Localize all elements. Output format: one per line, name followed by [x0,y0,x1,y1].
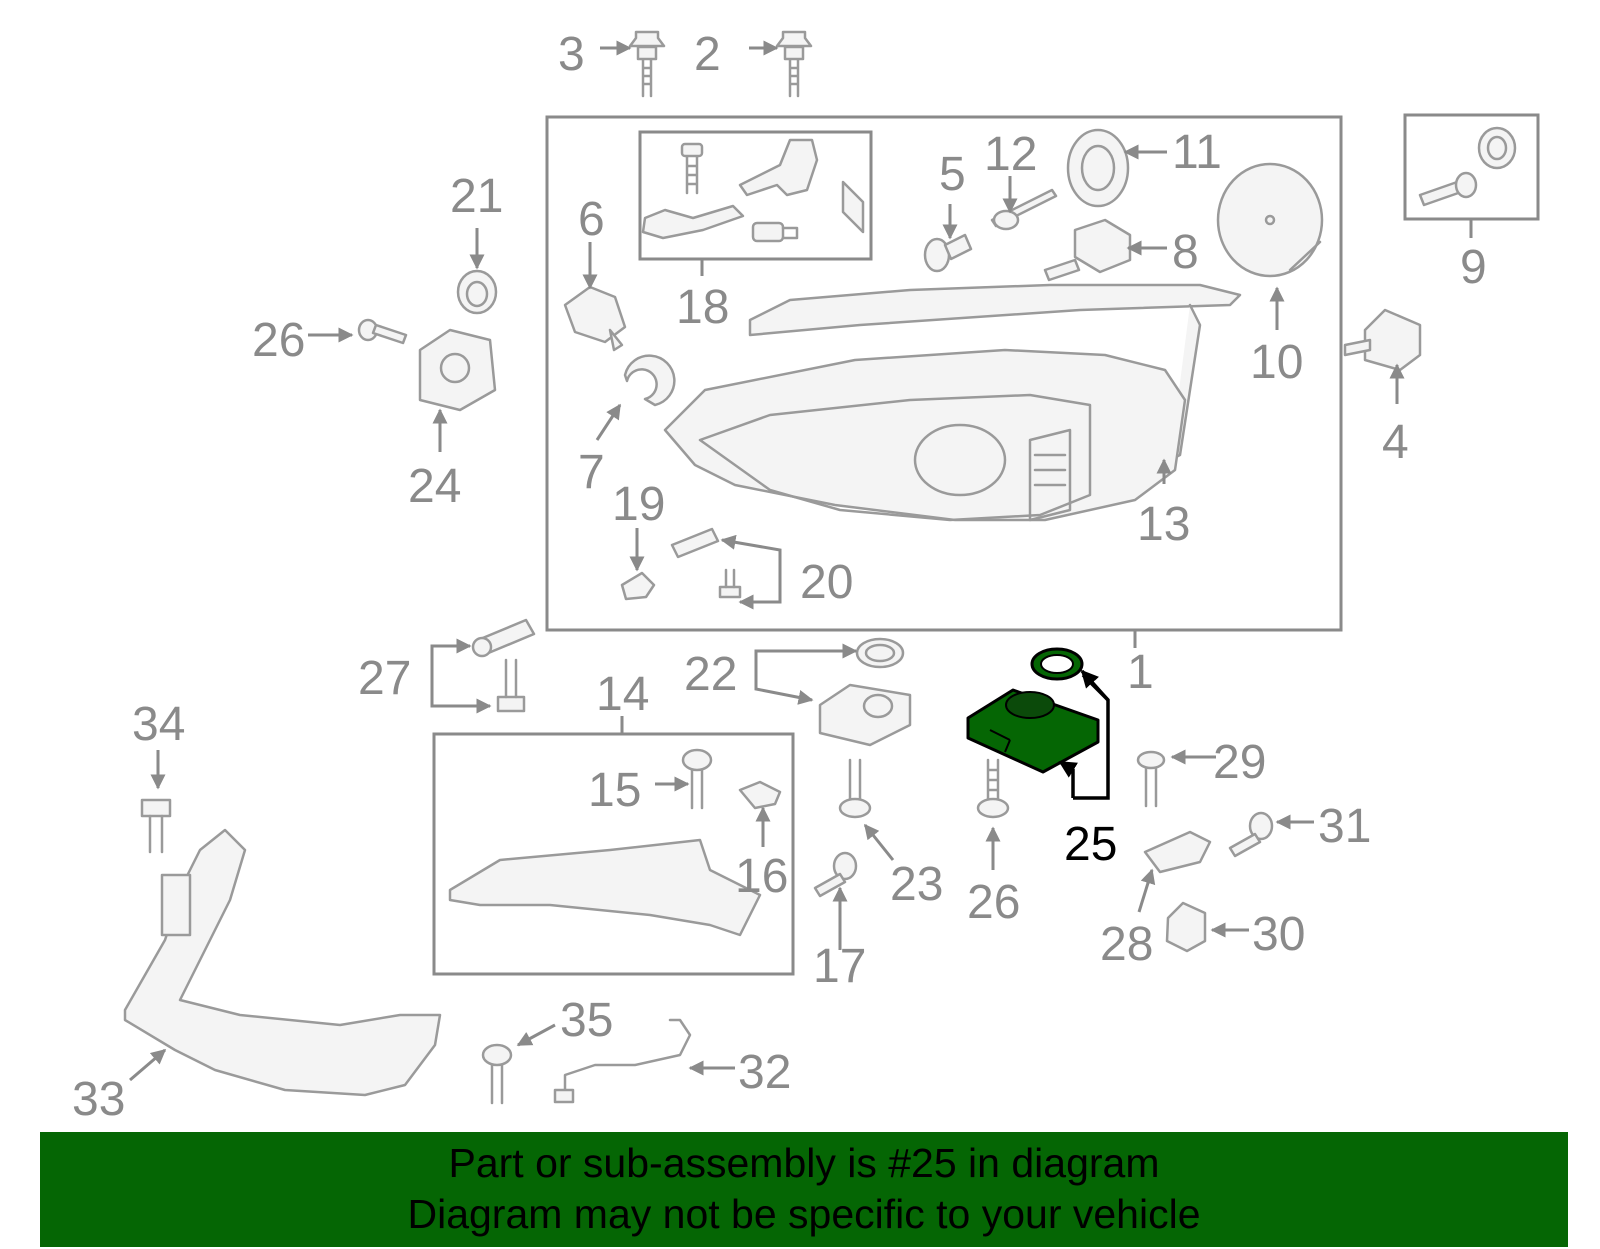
grommet-21 [456,269,498,315]
callout-32: 32 [738,1046,791,1099]
bolt-34 [140,798,172,854]
mount-kit-box [432,732,795,976]
callout-18: 18 [676,281,729,334]
cap-11 [1066,128,1130,208]
socket-4 [1343,308,1422,372]
callout-25: 25 [1064,818,1117,871]
callout-31: 31 [1318,800,1371,853]
bolt-kit-9 [1418,126,1517,207]
footer-banner: Part or sub-assembly is #25 in diagram D… [40,1132,1568,1247]
callout-13: 13 [1137,498,1190,551]
bolt-26-left [357,318,408,345]
module-24 [418,328,497,412]
socket-8 [1043,218,1132,282]
callout-22: 22 [684,648,737,701]
clip-7 [623,354,676,407]
callout-8: 8 [1172,226,1199,279]
callout-26-left: 26 [252,314,305,367]
bracket-kit-18 [641,138,865,243]
callout-5: 5 [939,148,966,201]
bolt-31 [1228,811,1274,858]
callout-27: 27 [358,652,411,705]
callout-24: 24 [408,460,461,513]
sensor-27 [471,618,536,713]
callout-11: 11 [1172,126,1222,179]
bolt-2 [775,30,813,98]
callout-4: 4 [1382,416,1409,469]
bolt-15 [681,748,713,810]
sensor-20 [670,527,742,599]
callout-6: 6 [578,193,605,246]
callout-21: 21 [450,170,503,223]
bolt-23 [838,758,872,819]
callout-7: 7 [578,446,605,499]
footer-line-1: Part or sub-assembly is #25 in diagram [448,1140,1160,1186]
callout-1: 1 [1127,646,1154,699]
ballast-25 [966,647,1100,774]
bulb-6 [563,285,627,352]
carrier-14 [448,838,762,937]
bracket-kit-box [638,130,873,261]
cover-10 [1216,162,1324,278]
callout-34: 34 [132,698,185,751]
bolt-26-center [976,758,1010,819]
bolt-17 [813,851,858,898]
callout-9: 9 [1460,241,1487,294]
bulb-5 [923,233,973,273]
callout-23: 23 [890,858,943,911]
socket-19 [620,571,656,601]
bulb-12 [990,188,1058,231]
callout-20: 20 [800,556,853,609]
headlamp-housing [663,283,1242,522]
bolt-35 [481,1043,513,1105]
bracket-33 [123,828,442,1097]
bracket-28 [1143,830,1212,874]
headlamp-assembly-box [545,115,1343,632]
callout-33: 33 [72,1073,125,1126]
callout-30: 30 [1252,908,1305,961]
callout-19: 19 [612,478,665,531]
callout-10: 10 [1250,336,1303,389]
base-22 [818,683,912,747]
callout-12: 12 [984,128,1037,181]
callout-15: 15 [588,764,641,817]
callout-14: 14 [596,668,649,721]
seal-22 [855,637,905,669]
tube-32 [553,1018,692,1104]
clip-30 [1165,901,1207,953]
callout-35: 35 [560,994,613,1047]
callout-17: 17 [813,940,866,993]
callout-3: 3 [558,28,585,81]
bolt-3 [628,30,666,98]
callout-28: 28 [1100,918,1153,971]
callout-26-center: 26 [967,876,1020,929]
nut-16 [738,780,782,810]
callout-2: 2 [694,28,721,81]
callout-29: 29 [1213,736,1266,789]
footer-line-2: Diagram may not be specific to your vehi… [407,1191,1201,1237]
callout-16: 16 [735,850,788,903]
bolt-29 [1136,750,1166,808]
